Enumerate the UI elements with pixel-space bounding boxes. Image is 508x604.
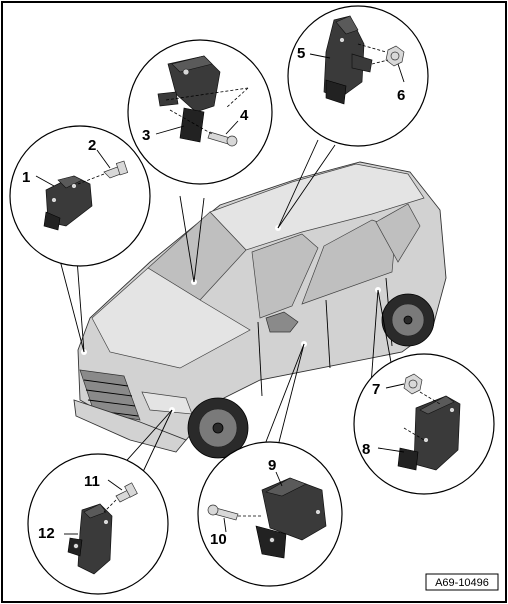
car-side-mirror [265, 311, 299, 333]
detail-circle-roof-sensor [287, 5, 429, 147]
reference-code: A69-10496 [435, 577, 489, 589]
callout-8: 8 [362, 441, 370, 458]
callout-7: 7 [372, 381, 380, 398]
detail-circle-rear-side-sensor [353, 353, 495, 495]
reference-code-box: A69-10496 [425, 573, 499, 591]
callout-6: 6 [397, 87, 405, 104]
detail-circle-door-sensor [197, 441, 343, 587]
car-quarter-window [375, 203, 421, 263]
callout-4: 4 [240, 107, 249, 124]
tunnel-sensor-connector [179, 107, 205, 143]
detail-circle-front-sensor [9, 125, 151, 267]
car-front-side-window [251, 233, 319, 319]
callout-9: 9 [268, 457, 276, 474]
vehicle-illustration [73, 161, 447, 459]
callout-2: 2 [88, 137, 96, 154]
detail-circle-front-right-sensor [27, 453, 169, 595]
callout-11: 11 [84, 473, 100, 490]
callout-5: 5 [297, 45, 305, 62]
detail-circle-tunnel-sensor [127, 39, 273, 185]
callout-numbers: 1 2 3 4 5 6 7 8 9 10 11 12 [22, 45, 405, 548]
callout-3: 3 [142, 127, 150, 144]
car-hood [91, 267, 251, 369]
callout-12: 12 [38, 525, 55, 542]
callout-10: 10 [210, 531, 227, 548]
callout-1: 1 [22, 169, 30, 186]
